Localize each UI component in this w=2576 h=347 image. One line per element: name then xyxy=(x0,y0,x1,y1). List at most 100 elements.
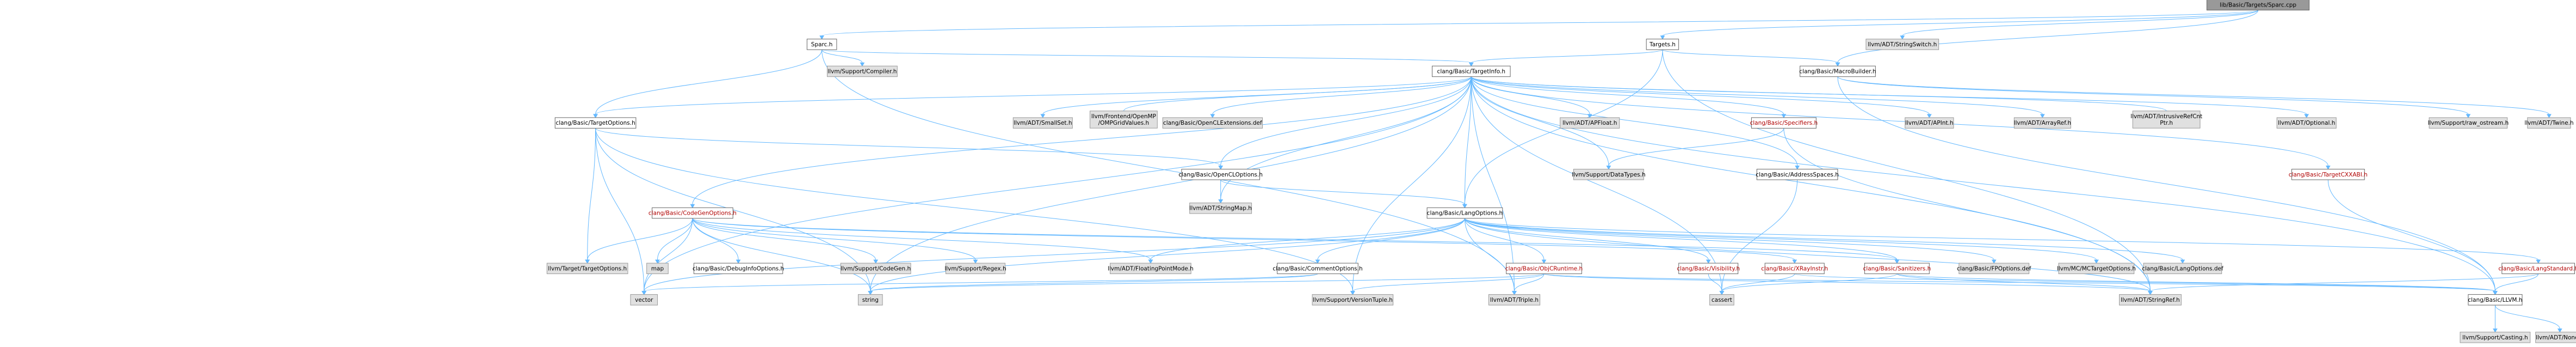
graph-node-codegen[interactable]: llvm/Support/CodeGen.h xyxy=(840,263,911,275)
graph-edge-line xyxy=(1042,76,1472,115)
graph-edge-line xyxy=(657,218,693,260)
graph-node-openclext_def[interactable]: clang/Basic/OpenCLExtensions.def xyxy=(1162,117,1263,129)
graph-edge-langoptions-to-langstandard xyxy=(1464,218,2541,264)
graph-node-smallset[interactable]: llvm/ADT/SmallSet.h xyxy=(1012,117,1073,129)
graph-edge-targetinfo-to-targetcxxabi xyxy=(1471,76,2331,170)
graph-edge-arrowhead xyxy=(1350,291,1355,295)
graph-node-twine[interactable]: llvm/ADT/Twine.h xyxy=(2524,117,2574,129)
graph-edge-targetinfo-to-stringref xyxy=(1471,76,2153,295)
graph-edge-arrowhead xyxy=(736,259,741,264)
graph-node-box xyxy=(1488,294,1541,306)
graph-node-macrobuilder[interactable]: clang/Basic/MacroBuilder.h xyxy=(1799,65,1876,77)
graph-node-langstandard[interactable]: clang/Basic/LangStandard.h xyxy=(2498,263,2576,275)
graph-node-box xyxy=(1110,263,1191,275)
graph-node-label: llvm/ADT/IntrusiveRefCnt xyxy=(2130,113,2202,120)
graph-node-label: llvm/ADT/None.h xyxy=(2536,334,2576,341)
graph-node-target_targetopts[interactable]: llvm/Target/TargetOptions.h xyxy=(546,263,628,275)
graph-edge-langoptions-to-visibility xyxy=(1464,218,1711,264)
graph-node-cassert[interactable]: cassert xyxy=(1709,294,1734,306)
graph-node-box xyxy=(1090,111,1158,129)
graph-node-mctarget[interactable]: llvm/MC/MCTargetOptions.h xyxy=(2057,263,2136,275)
graph-node-openmp[interactable]: llvm/Frontend/OpenMP/OMPGridValues.h xyxy=(1090,111,1158,129)
graph-node-root[interactable]: lib/Basic/Targets/Sparc.cpp xyxy=(2206,0,2310,11)
graph-node-targetoptions[interactable]: clang/Basic/TargetOptions.h xyxy=(554,117,637,129)
graph-edge-targetinfo-to-versiontuple xyxy=(1350,76,1472,295)
graph-node-datatypes[interactable]: llvm/Support/DataTypes.h xyxy=(1572,169,1646,180)
graph-node-targets_h[interactable]: Targets.h xyxy=(1646,39,1679,50)
graph-node-fpoptions_def[interactable]: clang/Basic/FPOptions.def xyxy=(1957,263,2031,275)
graph-node-apfloat[interactable]: llvm/ADT/APFloat.h xyxy=(1560,117,1620,129)
graph-edge-sparc_h-to-triple xyxy=(821,50,1517,295)
graph-node-label: map xyxy=(651,265,664,272)
graph-edge-arrowhead xyxy=(1148,259,1153,264)
graph-node-sparc_h[interactable]: Sparc.h xyxy=(806,39,837,50)
graph-edge-arrowhead xyxy=(2536,259,2541,264)
graph-node-box xyxy=(1277,263,1358,275)
graph-node-box xyxy=(2535,332,2576,343)
graph-node-openclopts[interactable]: clang/Basic/OpenCLOptions.h xyxy=(1178,169,1263,180)
graph-edge-openclopts-to-stringmap xyxy=(1218,180,1224,204)
graph-edge-arrowhead xyxy=(2493,291,2498,295)
graph-node-compiler_h[interactable]: llvm/Support/Compiler.h xyxy=(827,65,898,77)
graph-edge-arrowhead xyxy=(1894,259,1900,264)
graph-node-specifiers[interactable]: clang/Basic/Specifiers.h xyxy=(1750,117,1818,129)
graph-node-addrspaces[interactable]: clang/Basic/AddressSpaces.h xyxy=(1756,169,1839,180)
graph-node-visibility[interactable]: clang/Basic/Visibility.h xyxy=(1677,263,1740,275)
graph-node-label: llvm/Target/TargetOptions.h xyxy=(548,265,627,272)
graph-node-string[interactable]: string xyxy=(858,294,883,306)
graph-node-map[interactable]: map xyxy=(646,263,669,275)
graph-edge-arrowhead xyxy=(1462,204,1467,209)
graph-node-commentopts[interactable]: clang/Basic/CommentOptions.h xyxy=(1272,263,1363,275)
graph-edge-line xyxy=(1471,76,1930,115)
graph-node-stringmap[interactable]: llvm/ADT/StringMap.h xyxy=(1189,203,1252,214)
graph-node-versiontuple[interactable]: llvm/Support/VersionTuple.h xyxy=(1312,294,1394,306)
graph-node-langoptions[interactable]: clang/Basic/LangOptions.h xyxy=(1426,207,1503,219)
graph-node-label: llvm/ADT/Triple.h xyxy=(1490,297,1539,303)
graph-node-casting[interactable]: llvm/Support/Casting.h xyxy=(2460,332,2531,343)
graph-node-xrayinstr[interactable]: clang/Basic/XRayInstr.h xyxy=(1761,263,1828,275)
graph-node-box xyxy=(1426,207,1503,219)
graph-edge-line xyxy=(1464,218,1515,291)
graph-node-box xyxy=(1800,65,1876,77)
graph-edge-arrowhead xyxy=(868,291,873,295)
graph-node-triple[interactable]: llvm/ADT/Triple.h xyxy=(1488,294,1541,306)
graph-node-codegenopts[interactable]: clang/Basic/CodeGenOptions.h xyxy=(648,207,737,219)
graph-node-fpmode[interactable]: llvm/ADT/FloatingPointMode.h xyxy=(1108,263,1194,275)
graph-node-none[interactable]: llvm/ADT/None.h xyxy=(2535,332,2576,343)
graph-node-raw_ostream[interactable]: llvm/Support/raw_ostream.h xyxy=(2428,117,2509,129)
graph-node-stringswitch[interactable]: llvm/ADT/StringSwitch.h xyxy=(1865,39,1939,50)
graph-edge-targetinfo-to-addrspaces xyxy=(1471,76,1800,170)
graph-node-apint[interactable]: llvm/ADT/APInt.h xyxy=(1905,117,1954,129)
graph-node-stringref[interactable]: llvm/ADT/StringRef.h xyxy=(2119,294,2182,306)
graph-node-targetinfo[interactable]: clang/Basic/TargetInfo.h xyxy=(1432,65,1511,77)
graph-edge-arrowhead xyxy=(585,259,590,264)
graph-node-label: llvm/ADT/StringSwitch.h xyxy=(1868,41,1937,48)
graph-edge-xrayinstr-to-cassert xyxy=(1719,273,1795,295)
graph-node-optional[interactable]: llvm/ADT/Optional.h xyxy=(2276,117,2337,129)
graph-node-label: clang/Basic/Sanitizers.h xyxy=(1863,265,1931,272)
graph-edge-arrowhead xyxy=(2547,114,2552,118)
graph-node-box xyxy=(1646,39,1679,50)
graph-edge-line xyxy=(821,49,863,63)
graph-node-debuginfo[interactable]: clang/Basic/DebugInfoOptions.h xyxy=(693,263,784,275)
graph-node-regex[interactable]: llvm/Support/Regex.h xyxy=(944,263,1006,275)
graph-node-arrayref[interactable]: llvm/ADT/ArrayRef.h xyxy=(2014,117,2072,129)
graph-edge-line xyxy=(1897,273,2495,292)
graph-node-langopts_def[interactable]: clang/Basic/LangOptions.def xyxy=(2142,263,2223,275)
graph-node-objcruntime[interactable]: clang/Basic/ObjCRuntime.h xyxy=(1505,263,1583,275)
graph-node-box xyxy=(1959,263,2030,275)
graph-edge-targetinfo-to-llvm_h xyxy=(1471,76,2498,295)
graph-edge-line xyxy=(1662,49,1838,63)
graph-node-sanitizers[interactable]: clang/Basic/Sanitizers.h xyxy=(1863,263,1931,275)
graph-edge-line xyxy=(692,218,976,260)
graph-node-targetcxxabi[interactable]: clang/Basic/TargetCXXABI.h xyxy=(2289,169,2368,180)
graph-edge-sparc_h-to-targetinfo xyxy=(821,49,1474,67)
graph-node-llvm_h[interactable]: clang/Basic/LLVM.h xyxy=(2468,294,2523,306)
graph-node-box xyxy=(1756,169,1838,180)
graph-edge-arrowhead xyxy=(1835,62,1840,67)
graph-edge-arrowhead xyxy=(819,35,824,40)
graph-edge-arrowhead xyxy=(1706,259,1711,264)
graph-node-vector[interactable]: vector xyxy=(630,294,658,306)
graph-edge-langoptions-to-stringref xyxy=(1464,218,2153,295)
